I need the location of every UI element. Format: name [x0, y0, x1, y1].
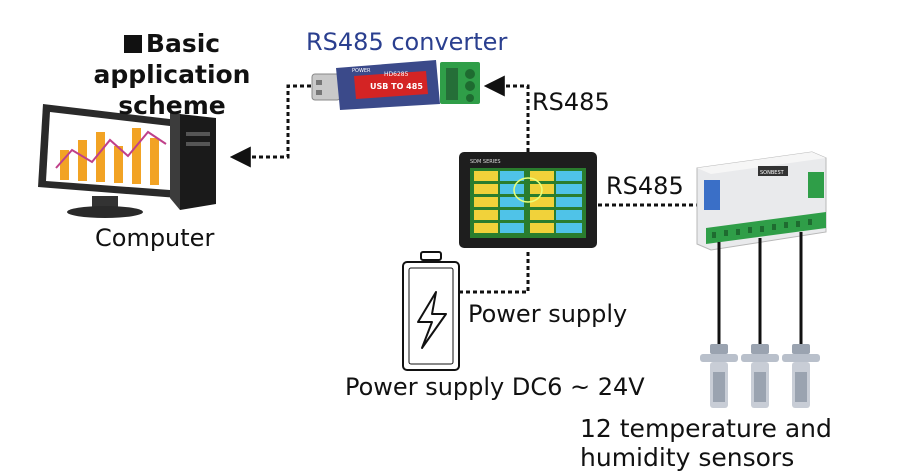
hmi-header-text: SDM SERIES — [470, 159, 501, 165]
usb-converter-icon: HD6285 USB TO 485 POWER — [311, 60, 480, 110]
rs485-label-top: RS485 — [532, 88, 610, 116]
converter-label: RS485 converter — [306, 28, 508, 56]
computer-icon — [38, 104, 216, 218]
sensor-cables — [717, 232, 803, 344]
touch-panel-icon: SDM SERIES — [459, 152, 597, 248]
lightning-icon — [417, 291, 447, 349]
square-bullet-icon — [123, 35, 142, 53]
line-panel-to-converter — [483, 75, 530, 152]
module-badge-text: SONBEST — [760, 170, 785, 176]
usb-dongle-model-text: HD6285 — [384, 71, 409, 78]
sensor-probe-icon — [700, 344, 820, 408]
line-battery-to-panel — [459, 250, 530, 294]
usb-dongle-banner-text: USB TO 485 — [370, 82, 423, 91]
sensors-label: 12 temperature and humidity sensors — [580, 414, 832, 472]
power-supply-label: Power supply — [468, 300, 628, 328]
usb-dongle-power-text: POWER — [352, 68, 371, 74]
power-range-label: Power supply DC6 ~ 24V — [345, 373, 645, 401]
rs485-label-right: RS485 — [606, 172, 684, 200]
page-title: Basic application scheme — [47, 28, 297, 121]
computer-label: Computer — [95, 224, 215, 252]
line-converter-to-computer — [229, 84, 318, 168]
connection-lines — [229, 75, 697, 294]
io-module-icon: SONBEST — [696, 151, 827, 251]
battery-icon — [402, 251, 460, 371]
page-title-text: Basic application scheme — [93, 29, 251, 120]
